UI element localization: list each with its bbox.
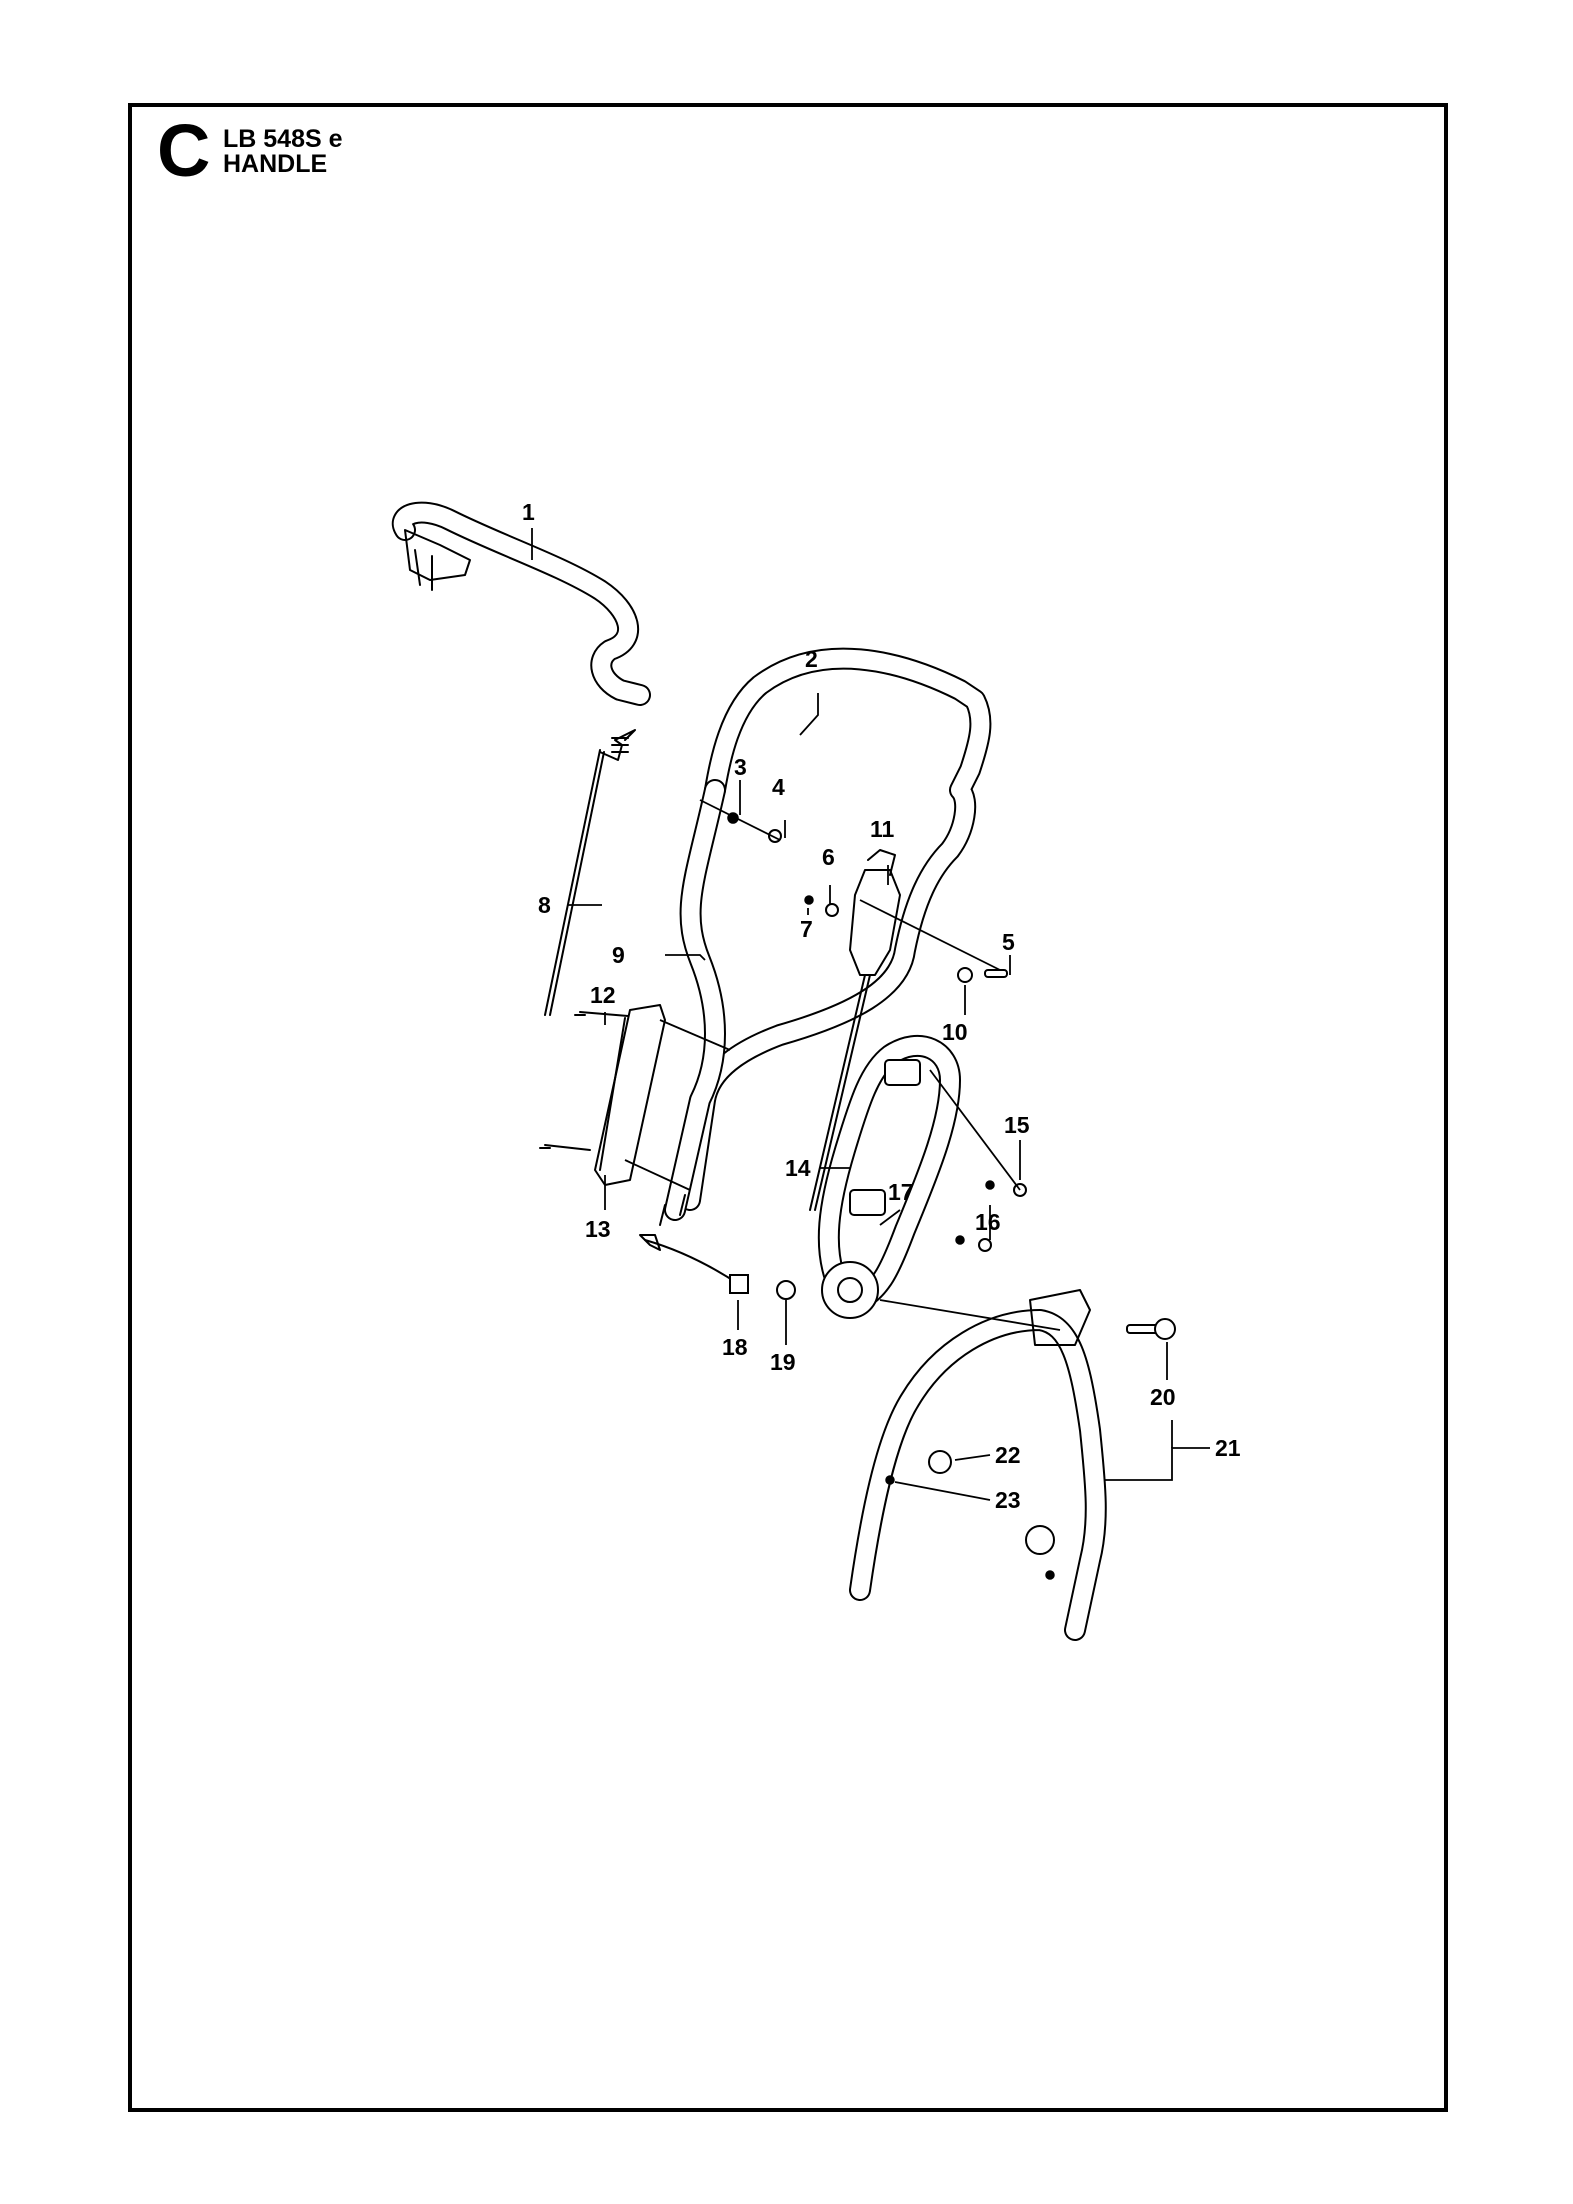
- callout-20: 20: [1150, 1384, 1176, 1410]
- callout-3: 3: [734, 754, 747, 780]
- callout-6: 6: [822, 844, 835, 870]
- callout-16: 16: [975, 1209, 1001, 1235]
- throttle-cable-drawing: [544, 729, 636, 1016]
- callout-10: 10: [942, 1019, 968, 1045]
- assembly-lines: [624, 799, 1061, 1331]
- callout-22: 22: [995, 1442, 1021, 1468]
- callout-11: 11: [870, 816, 895, 842]
- callout-7: 7: [800, 916, 813, 942]
- control-bail-drawing: [391, 501, 651, 706]
- callout-21: 21: [1215, 1435, 1241, 1461]
- callout-13: 13: [585, 1216, 611, 1242]
- cover-plate-drawing: [539, 1004, 666, 1186]
- callout-8: 8: [538, 892, 551, 918]
- lower-bracket-drawing: [817, 1034, 961, 1319]
- callout-23: 23: [995, 1487, 1021, 1513]
- callout-leaders: [531, 528, 1210, 1501]
- lower-frame-drawing: [849, 1289, 1176, 1641]
- callout-15: 15: [1004, 1112, 1030, 1138]
- callout-18: 18: [722, 1334, 748, 1360]
- page-title: HANDLE: [223, 150, 328, 178]
- page-frame: [128, 103, 1448, 2112]
- callout-17: 17: [888, 1179, 914, 1205]
- callout-9: 9: [612, 942, 625, 968]
- adjustment-knob-drawing: [639, 1234, 796, 1300]
- upper-handle-drawing: [659, 647, 992, 1226]
- callout-5: 5: [1002, 929, 1015, 955]
- callout-1: 1: [522, 499, 535, 525]
- callout-2: 2: [805, 646, 818, 672]
- callouts: 1 2 3 4 5 6 7 8 9 10 11 12 13 14 15 16 1…: [522, 499, 1241, 1513]
- callout-14: 14: [785, 1155, 811, 1181]
- throttle-control-drawing: [809, 849, 901, 1211]
- model-name: LB 548S e: [223, 125, 343, 153]
- callout-19: 19: [770, 1349, 796, 1375]
- callout-12: 12: [590, 982, 616, 1008]
- section-letter: C: [157, 109, 211, 192]
- callout-4: 4: [772, 774, 785, 800]
